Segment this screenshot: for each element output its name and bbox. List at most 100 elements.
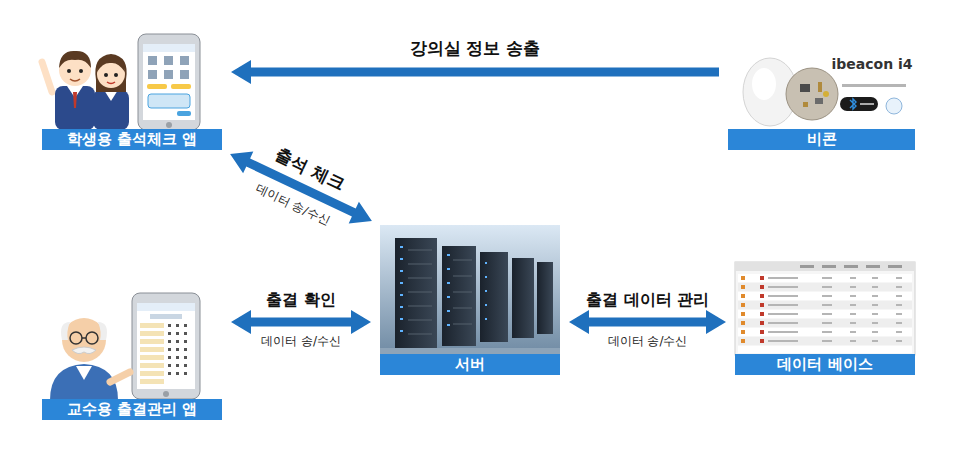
art-rect: [850, 304, 856, 306]
art-rect: [872, 322, 878, 324]
art-circle: [86, 332, 98, 344]
art-circle: [70, 332, 82, 344]
server-illustration: [380, 225, 560, 355]
art-rect: [822, 340, 832, 342]
art-rect: [485, 290, 487, 292]
art-rect: [738, 328, 912, 336]
art-rect: [768, 277, 798, 279]
art-rect: [738, 274, 912, 282]
art-rect: [760, 294, 764, 298]
art-rect: [850, 313, 856, 315]
art-rect: [176, 348, 179, 351]
art-circle: [163, 391, 169, 397]
art-line: [408, 292, 432, 293]
art-rect: [822, 277, 832, 279]
art-rect: [738, 283, 912, 291]
art-rect: [768, 295, 798, 297]
edge-label: 출결 확인: [266, 290, 336, 309]
art-rect: [447, 324, 450, 326]
art-rect: [184, 348, 187, 351]
art-rect: [400, 270, 403, 272]
art-rect: [164, 70, 173, 79]
art-rect: [140, 331, 164, 336]
art-rect: [741, 339, 745, 343]
art-rect: [447, 310, 450, 312]
flow-arrow: [231, 60, 719, 84]
art-rect: [850, 322, 856, 324]
art-circle: [886, 98, 902, 114]
art-rect: [447, 296, 450, 298]
art-rect: [132, 293, 200, 399]
art-rect: [485, 304, 487, 306]
beacon-illustration: [728, 40, 915, 130]
art-rect: [872, 331, 878, 333]
art-rect: [93, 90, 129, 130]
art-path: [95, 54, 126, 92]
art-rect: [728, 40, 915, 130]
art-rect: [168, 332, 171, 335]
art-rect: [400, 330, 403, 332]
label-band: 학생용 출석체크 앱: [42, 129, 222, 150]
server-node: 서버: [380, 225, 560, 375]
art-path: [42, 62, 52, 92]
art-rect: [140, 371, 164, 376]
art-rect: [400, 282, 403, 284]
art-rect: [760, 312, 764, 316]
art-line: [453, 260, 472, 261]
art-rect: [822, 313, 832, 315]
art-ellipse: [752, 68, 776, 100]
art-g: [741, 276, 745, 343]
art-rect: [176, 324, 179, 327]
art-rect: [872, 286, 878, 288]
art-rect: [485, 318, 487, 320]
art-rect: [400, 318, 403, 320]
art-rect: [537, 262, 553, 334]
art-rect: [400, 246, 403, 248]
art-rect: [138, 34, 200, 130]
art-rect: [738, 346, 912, 353]
student-illustration: [42, 34, 200, 130]
label-band: 데이터 베이스: [735, 354, 915, 375]
art-circle: [114, 73, 118, 77]
art-rect: [171, 84, 191, 89]
art-rect: [896, 304, 902, 306]
flow-arrow: [231, 310, 371, 334]
art-rect: [735, 262, 915, 271]
art-rect: [147, 84, 167, 89]
art-circle: [166, 122, 172, 128]
art-rect: [860, 103, 874, 105]
art-rect: [176, 332, 179, 335]
node-label: 학생용 출석체크 앱: [67, 132, 197, 147]
art-rect: [866, 265, 880, 268]
art-rect: [184, 364, 187, 367]
art-line: [453, 308, 472, 309]
art-circle: [104, 73, 108, 77]
art-rect: [184, 324, 187, 327]
art-rect: [140, 339, 164, 344]
art-rect: [738, 319, 912, 327]
art-rect: [738, 337, 912, 345]
art-g: [408, 250, 472, 334]
art-line: [408, 306, 432, 307]
art-path: [107, 82, 115, 84]
label-band: 서버: [380, 354, 560, 375]
art-rect: [180, 56, 189, 65]
art-rect: [137, 303, 195, 311]
art-rect: [896, 331, 902, 333]
art-rect: [842, 84, 906, 87]
node-label: 교수용 출결관리 앱: [67, 402, 197, 417]
art-circle: [786, 68, 838, 120]
art-rect: [872, 340, 878, 342]
flow-arrow: [569, 310, 726, 334]
art-rect: [850, 286, 856, 288]
node-label: 서버: [455, 357, 485, 372]
art-circle: [79, 69, 83, 73]
art-rect: [168, 364, 171, 367]
art-circle: [62, 318, 106, 362]
art-rect: [184, 332, 187, 335]
art-line: [82, 337, 86, 339]
art-rect: [800, 265, 814, 268]
art-rect: [176, 364, 179, 367]
art-rect: [447, 254, 450, 256]
